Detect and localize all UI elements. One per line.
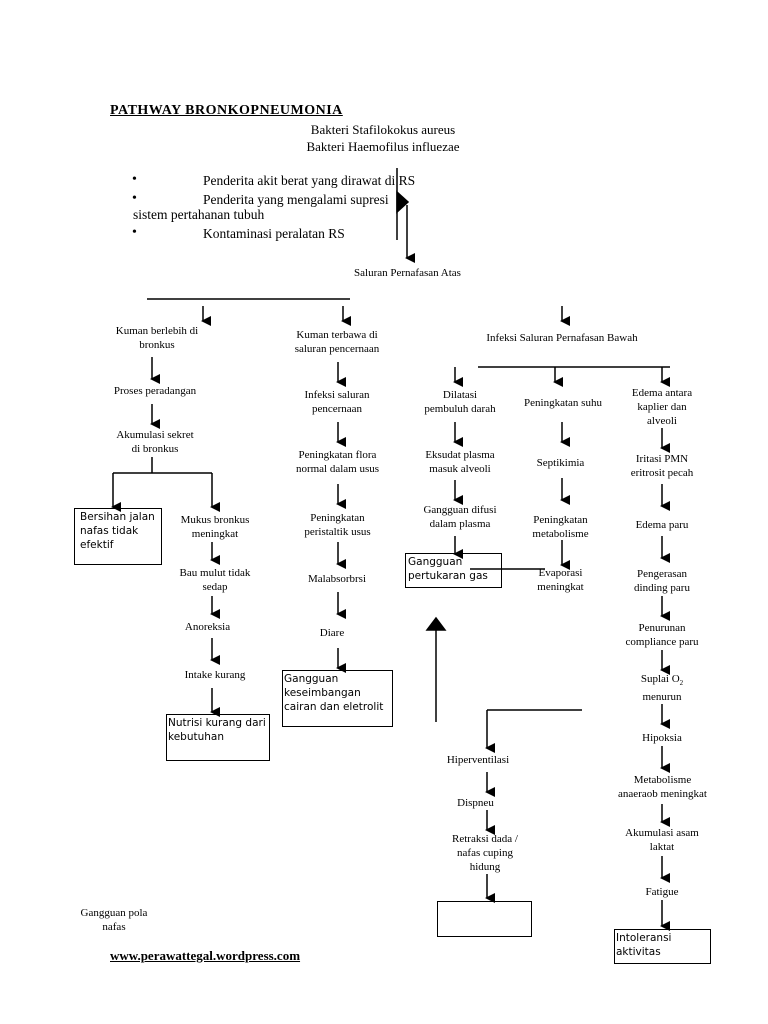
node-akumulasi-asam: Akumulasi asam laktat [625,827,699,853]
risk-factor-2: Penderita yang mengalami supresi [203,192,389,207]
node-peningkatan-peristaltik: Peningkatan peristaltik usus [304,512,371,538]
diagnosis-keseimbangan-cairan: Gangguan keseimbangan cairan dan eletrol… [284,673,384,713]
node-intake-kurang: Intake kurang [184,669,246,681]
bullet-icon: • [132,191,137,206]
node-eksudat: Eksudat plasma masuk alveoli [425,449,495,475]
bullet-icon: • [132,225,137,240]
risk-factor-2b: sistem pertahanan tubuh [133,207,265,222]
node-mukus-bronkus: Mukus bronkus meningkat [180,514,250,540]
node-fatigue: Fatigue [645,886,679,898]
node-suplai-o2: Suplai O2 [612,672,712,690]
node-kuman-terbawa: Kuman terbawa di saluran pencernaan [294,329,380,355]
node-menurun: menurun [642,691,682,703]
node-retraksi-dada: Retraksi dada / nafas cuping hidung [452,833,518,873]
risk-factor-1: Penderita akit berat yang dirawat di RS [203,173,416,188]
suplai-subscript: 2 [679,679,684,688]
diagnosis-pertukaran-gas: Gangguan pertukaran gas [408,556,488,582]
node-peningkatan-suhu: Peningkatan suhu [524,397,602,409]
node-diare: Diare [319,627,345,639]
footer-link[interactable]: www.perawattegal.wordpress.com [110,948,301,963]
page-title: PATHWAY BRONKOPNEUMONIA [110,103,343,118]
node-hipoksia: Hipoksia [642,732,682,744]
node-peningkatan-flora: Peningkatan flora normal dalam usus [295,449,380,475]
node-saluran-atas: Saluran Pernafasan Atas [354,267,461,279]
node-kuman-berlebih: Kuman berlebih di bronkus [115,325,199,351]
node-infeksi-bawah: Infeksi Saluran Pernafasan Bawah [486,332,638,344]
node-edema-paru: Edema paru [635,519,689,531]
node-infeksi-pencernaan: Infeksi saluran pencernaan [304,389,370,415]
node-metabolisme-anaeraob: Metabolisme anaeraob meningkat [618,774,707,800]
node-edema-kaplier: Edema antara kaplier dan alveoli [631,387,693,427]
bullet-icon: • [132,172,137,187]
diagnosis-box-pertukaran-gas [405,553,502,588]
diagnosis-box-pola-nafas [437,901,532,937]
node-peningkatan-metabolisme: Peningkatan metabolisme [532,514,589,540]
diagnosis-box-bersihan [74,508,162,565]
node-pengerasan: Pengerasan dinding paru [634,568,690,594]
cause-1: Bakteri Stafilokokus aureus [310,122,456,137]
node-malabsorbrsi: Malabsorbrsi [307,573,367,585]
diagnosis-bersihan-jalan-nafas: Bersihan jalan nafas tidak efektif [80,511,155,551]
node-bau-mulut: Bau mulut tidak sedap [179,567,251,593]
node-iritasi-pmn: Iritasi PMN eritrosit pecah [630,453,694,479]
diagnosis-box-cairan [282,670,393,727]
cause-2: Bakteri Haemofilus influezae [306,139,460,154]
suplai-text: Suplai O [640,673,680,685]
diagnosis-box-nutrisi [166,714,270,761]
node-dilatasi: Dilatasi pembuluh darah [424,389,496,415]
node-proses-peradangan: Proses peradangan [113,385,197,397]
node-akumulasi-sekret: Akumulasi sekret di bronkus [116,429,194,455]
node-penurunan-compliance: Penurunan compliance paru [625,622,699,648]
node-dispneu: Dispneu [457,797,494,809]
node-septikimia: Septikimia [536,457,585,469]
diagnosis-box-intoleransi [614,929,711,964]
node-evaporasi: Evaporasi meningkat [537,567,584,593]
label-gangguan-pola-nafas: Gangguan pola nafas [80,907,148,933]
diagnosis-intoleransi-aktivitas: Intoleransi aktivitas [616,932,672,958]
risk-factor-3: Kontaminasi peralatan RS [203,226,345,241]
node-anoreksia: Anoreksia [184,621,231,633]
node-hiperventilasi: Hiperventilasi [446,754,510,766]
diagnosis-nutrisi-kurang: Nutrisi kurang dari kebutuhan [168,717,266,743]
node-gangguan-difusi: Gangguan difusi dalam plasma [423,504,497,530]
